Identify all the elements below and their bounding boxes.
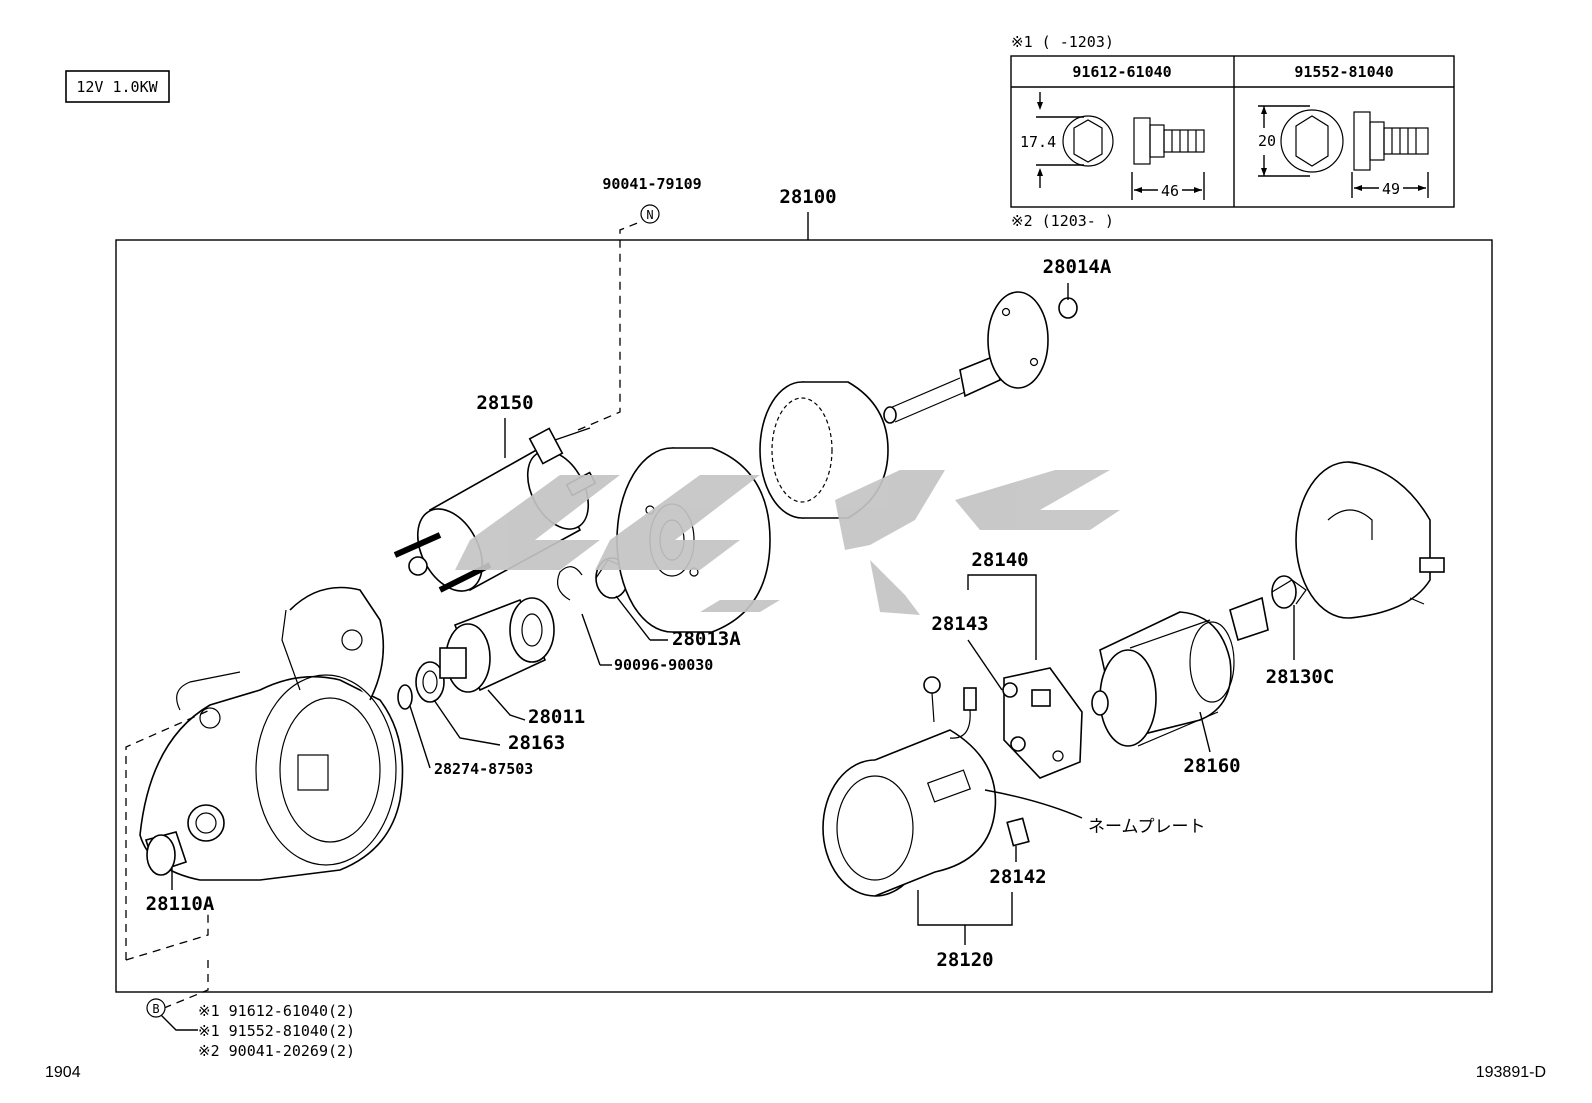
marker-n-letter: N [646, 208, 653, 222]
label-28143: 28143 [931, 613, 988, 635]
label-28110A: 28110A [146, 893, 215, 915]
label-28130C: 28130C [1266, 666, 1335, 688]
label-nameplate: ネームプレート [1088, 817, 1205, 837]
clutch-assembly [439, 597, 555, 693]
bolt-spec-table: ※1 ( -1203) 91612-61040 91552-81040 17.4… [1010, 33, 1455, 230]
label-28163: 28163 [508, 732, 565, 754]
marker-b: B [146, 998, 166, 1018]
table-col2-part: 91552-81040 [1294, 63, 1393, 81]
watermark [455, 470, 1120, 615]
table-col1-part: 91612-61040 [1072, 63, 1171, 81]
spec-box-text: 12V 1.0KW [76, 78, 158, 96]
output-shaft [883, 291, 1049, 424]
table-col1-length: 46 [1161, 182, 1179, 200]
footer-right: 193891-D [1475, 1064, 1546, 1081]
label-28140: 28140 [971, 549, 1028, 571]
assembly-frame [115, 239, 1493, 993]
spec-box: 12V 1.0KW [65, 70, 170, 103]
label-28014A: 28014A [1043, 256, 1112, 278]
yoke-assembly [822, 676, 1030, 897]
table-col2-length: 49 [1382, 180, 1400, 198]
armature [1091, 596, 1269, 747]
bolt-drawing-2 [1258, 105, 1429, 198]
end-frame [1295, 461, 1445, 619]
label-28013A: 28013A [672, 628, 741, 650]
label-28011: 28011 [528, 706, 585, 728]
label-28160: 28160 [1183, 755, 1240, 777]
label-28150: 28150 [476, 392, 533, 414]
magnet-switch [393, 427, 597, 593]
label-90041-79109: 90041-79109 [602, 175, 701, 193]
bolt-ref-3: ※2 90041-20269(2) [198, 1042, 355, 1060]
label-28100: 28100 [779, 186, 836, 208]
ring-gear [759, 381, 889, 519]
drive-housing [139, 586, 404, 881]
label-28120: 28120 [936, 949, 993, 971]
bolt-ref-1: ※1 91612-61040(2) [198, 1002, 355, 1020]
footer-left: 1904 [45, 1064, 81, 1081]
table-col2-diameter: 20 [1258, 132, 1276, 150]
table-note-2: ※2 (1203- ) [1011, 212, 1114, 230]
table-col1-diameter: 17.4 [1020, 133, 1056, 151]
bolt-drawing-1 [1036, 92, 1205, 200]
marker-b-letter: B [152, 1002, 159, 1016]
label-90096-90030: 90096-90030 [614, 656, 713, 674]
marker-n: N [640, 204, 660, 224]
label-28274-87503: 28274-87503 [434, 760, 533, 778]
bolt-ref-2: ※1 91552-81040(2) [198, 1022, 355, 1040]
table-note-1: ※1 ( -1203) [1011, 33, 1114, 51]
label-28142: 28142 [989, 866, 1046, 888]
brush-holder [1002, 667, 1083, 779]
